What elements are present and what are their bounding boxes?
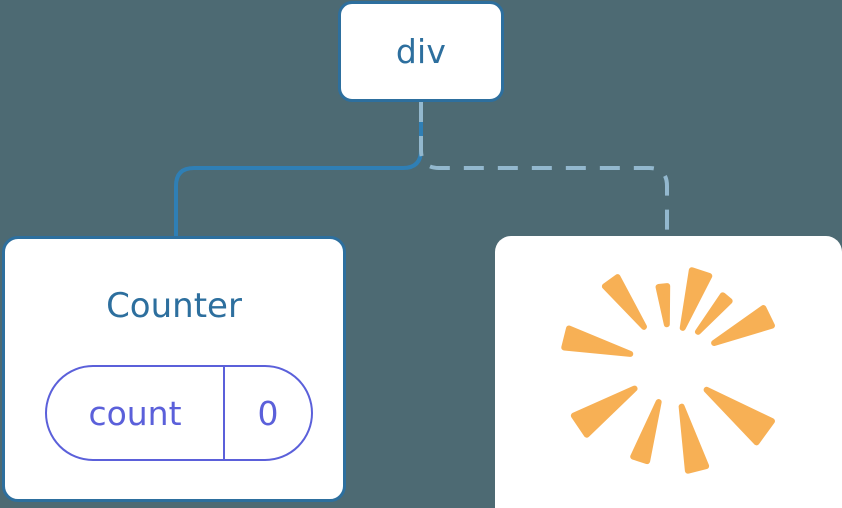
burst-ray-9 bbox=[695, 292, 733, 335]
burst-ray-6 bbox=[678, 403, 710, 474]
prop-key-label: count bbox=[88, 393, 182, 433]
burst-ray-7 bbox=[703, 386, 775, 446]
burst-ray-0 bbox=[679, 267, 713, 331]
edge-div-to-counter bbox=[174, 100, 423, 238]
burst-ray-4 bbox=[570, 385, 638, 438]
node-div-label: div bbox=[395, 32, 447, 71]
edge-div-to-burst bbox=[419, 102, 669, 236]
burst-ray-8 bbox=[711, 305, 775, 346]
prop-pill-count[interactable]: count 0 bbox=[45, 365, 313, 461]
burst-ray-2 bbox=[601, 274, 647, 330]
prop-value-label: 0 bbox=[223, 367, 311, 459]
node-counter[interactable]: Counter count 0 bbox=[2, 236, 346, 502]
burst-ray-3 bbox=[561, 325, 634, 357]
node-burst[interactable] bbox=[495, 236, 842, 508]
sparkle-burst-icon bbox=[561, 267, 775, 474]
node-counter-label: Counter bbox=[106, 286, 242, 326]
burst-ray-5 bbox=[630, 399, 662, 465]
burst-ray-1 bbox=[655, 283, 671, 328]
node-div[interactable]: div bbox=[338, 1, 504, 102]
